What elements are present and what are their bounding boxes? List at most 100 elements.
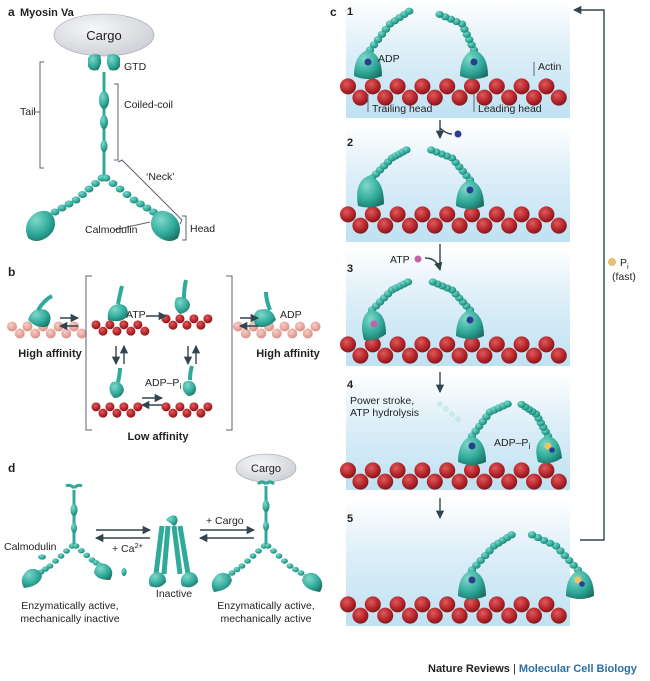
actin-filaments <box>7 78 567 624</box>
ghost-lever-trail <box>437 401 461 422</box>
trailing-head-label: Trailing head <box>372 103 432 115</box>
step5-background <box>346 498 570 626</box>
coiled-coil-bracket <box>114 83 119 161</box>
neck-bracket <box>117 159 183 225</box>
tail-bracket <box>39 61 44 169</box>
d-plus-cargo-label: + Cargo <box>206 515 244 527</box>
power-stroke-line2: ATP hydrolysis <box>350 407 419 419</box>
gtd-left <box>88 54 102 71</box>
head-bracket <box>182 215 187 241</box>
step-4-number: 4 <box>347 379 354 391</box>
step4-swinging-head <box>536 436 562 464</box>
step1-trailing-adp-dot <box>364 58 372 66</box>
neck-label: ‘Neck’ <box>146 171 175 183</box>
b-atp-label: ATP <box>126 309 146 321</box>
step4-bound-head <box>458 436 486 465</box>
d-right-caption-1: Enzymatically active, <box>217 600 314 612</box>
journal-subtitle: Molecular Cell Biology <box>518 663 637 675</box>
free-calmodulin-1 <box>38 554 46 560</box>
step-1-number: 1 <box>347 6 353 18</box>
calmodulin-label: Calmodulin <box>85 224 138 236</box>
step3-leading-head <box>456 310 484 339</box>
step3-atp-label: ATP <box>390 254 410 266</box>
d-open-molecule-right <box>211 480 323 592</box>
b-head-upright <box>174 296 190 314</box>
d-calcium-label: + Ca2+ <box>112 541 144 555</box>
released-adp-dot <box>454 130 462 138</box>
step2-lever-right <box>427 146 475 184</box>
b-head-left <box>28 309 51 328</box>
step3-background <box>346 248 570 366</box>
step-2-number: 2 <box>347 137 353 149</box>
panel-d-letter: d <box>8 461 15 475</box>
d-right-caption-2: mechanically active <box>220 613 311 625</box>
free-calmodulin-2 <box>121 568 127 576</box>
leading-head-label: Leading head <box>478 103 542 115</box>
b-actin-center-1 <box>91 320 150 336</box>
journal-name: Nature Reviews <box>428 663 510 675</box>
pi-release-dot <box>608 258 616 266</box>
step2-leading-head <box>456 180 484 209</box>
panel-b: b High affinity ATP ADP–Pi ADP High affi… <box>8 265 321 443</box>
head-label: Head <box>190 223 215 235</box>
b-actin-center-4 <box>161 402 213 418</box>
d-cargo-label: Cargo <box>251 463 281 475</box>
b-adp-pi-label: ADP–Pi <box>145 377 181 391</box>
step1-actin <box>340 78 567 106</box>
step3-actin <box>340 336 567 364</box>
head-right <box>151 210 180 241</box>
step5-trailing-head <box>458 570 486 599</box>
panel-c: c 1 2 3 4 5 ADP Actin Trailing head Lead… <box>330 5 636 599</box>
b-actin-center-3 <box>91 402 143 418</box>
panel-c-letter: c <box>330 5 337 19</box>
b-head-right <box>253 309 276 328</box>
low-affinity-bracket-left <box>85 275 92 431</box>
power-stroke-line1: Power stroke, <box>350 395 414 407</box>
b-head-adp-pi <box>182 380 196 396</box>
step2-trailing-head <box>357 176 384 208</box>
journal-separator: | <box>509 663 519 675</box>
panel-d: d Calmodulin Enzymatically active, mecha… <box>4 453 323 625</box>
cargo-label: Cargo <box>86 28 121 43</box>
step2-actin <box>340 206 567 234</box>
b-actin-center-2 <box>161 314 213 330</box>
fast-label: (fast) <box>612 271 636 283</box>
step-5-number: 5 <box>347 513 353 525</box>
step5-actin <box>340 596 567 624</box>
step5-lever-left <box>467 531 516 574</box>
d-left-caption-2: mechanically inactive <box>20 613 119 625</box>
step4-adp-pi-label: ADP–Pi <box>494 437 530 451</box>
pi-release-label: Pi <box>620 257 629 271</box>
d-calmodulin-label: Calmodulin <box>4 541 57 553</box>
gtd-label: GTD <box>124 61 147 73</box>
b-adp-label: ADP <box>280 309 302 321</box>
gtd-right <box>106 54 120 71</box>
step5-lever-right <box>527 531 583 574</box>
d-left-caption-1: Enzymatically active, <box>21 600 118 612</box>
step4-actin <box>340 462 567 490</box>
tail-label: Tail <box>20 106 36 118</box>
panel-a: a Myosin Va Cargo GTD Tail Coiled-coil ‘… <box>8 5 310 580</box>
panel-a-letter: a <box>8 5 15 19</box>
d-inactive-folded <box>148 515 198 588</box>
high-affinity-right: High affinity <box>256 348 320 360</box>
b-head-atp <box>107 304 128 322</box>
panel-b-letter: b <box>8 265 15 279</box>
d-open-molecule-left <box>21 483 113 588</box>
journal-credit: Nature Reviews | Molecular Cell Biology <box>428 663 637 675</box>
atp-dot <box>414 255 422 263</box>
d-inactive-label: Inactive <box>156 588 192 600</box>
lever-arms <box>365 7 583 574</box>
low-affinity-label: Low affinity <box>127 431 189 443</box>
b-actin-right <box>233 321 321 339</box>
step1-adp-label: ADP <box>378 53 400 65</box>
b-head-bottom-left <box>109 381 124 398</box>
high-affinity-left: High affinity <box>18 348 82 360</box>
actin-label: Actin <box>538 61 562 73</box>
cargo-blob <box>53 13 155 57</box>
panel-a-title: Myosin Va <box>20 7 75 19</box>
step3-lever-right <box>428 278 475 314</box>
coiled-coil-label: Coiled-coil <box>124 99 173 111</box>
low-affinity-bracket-right <box>226 275 233 431</box>
